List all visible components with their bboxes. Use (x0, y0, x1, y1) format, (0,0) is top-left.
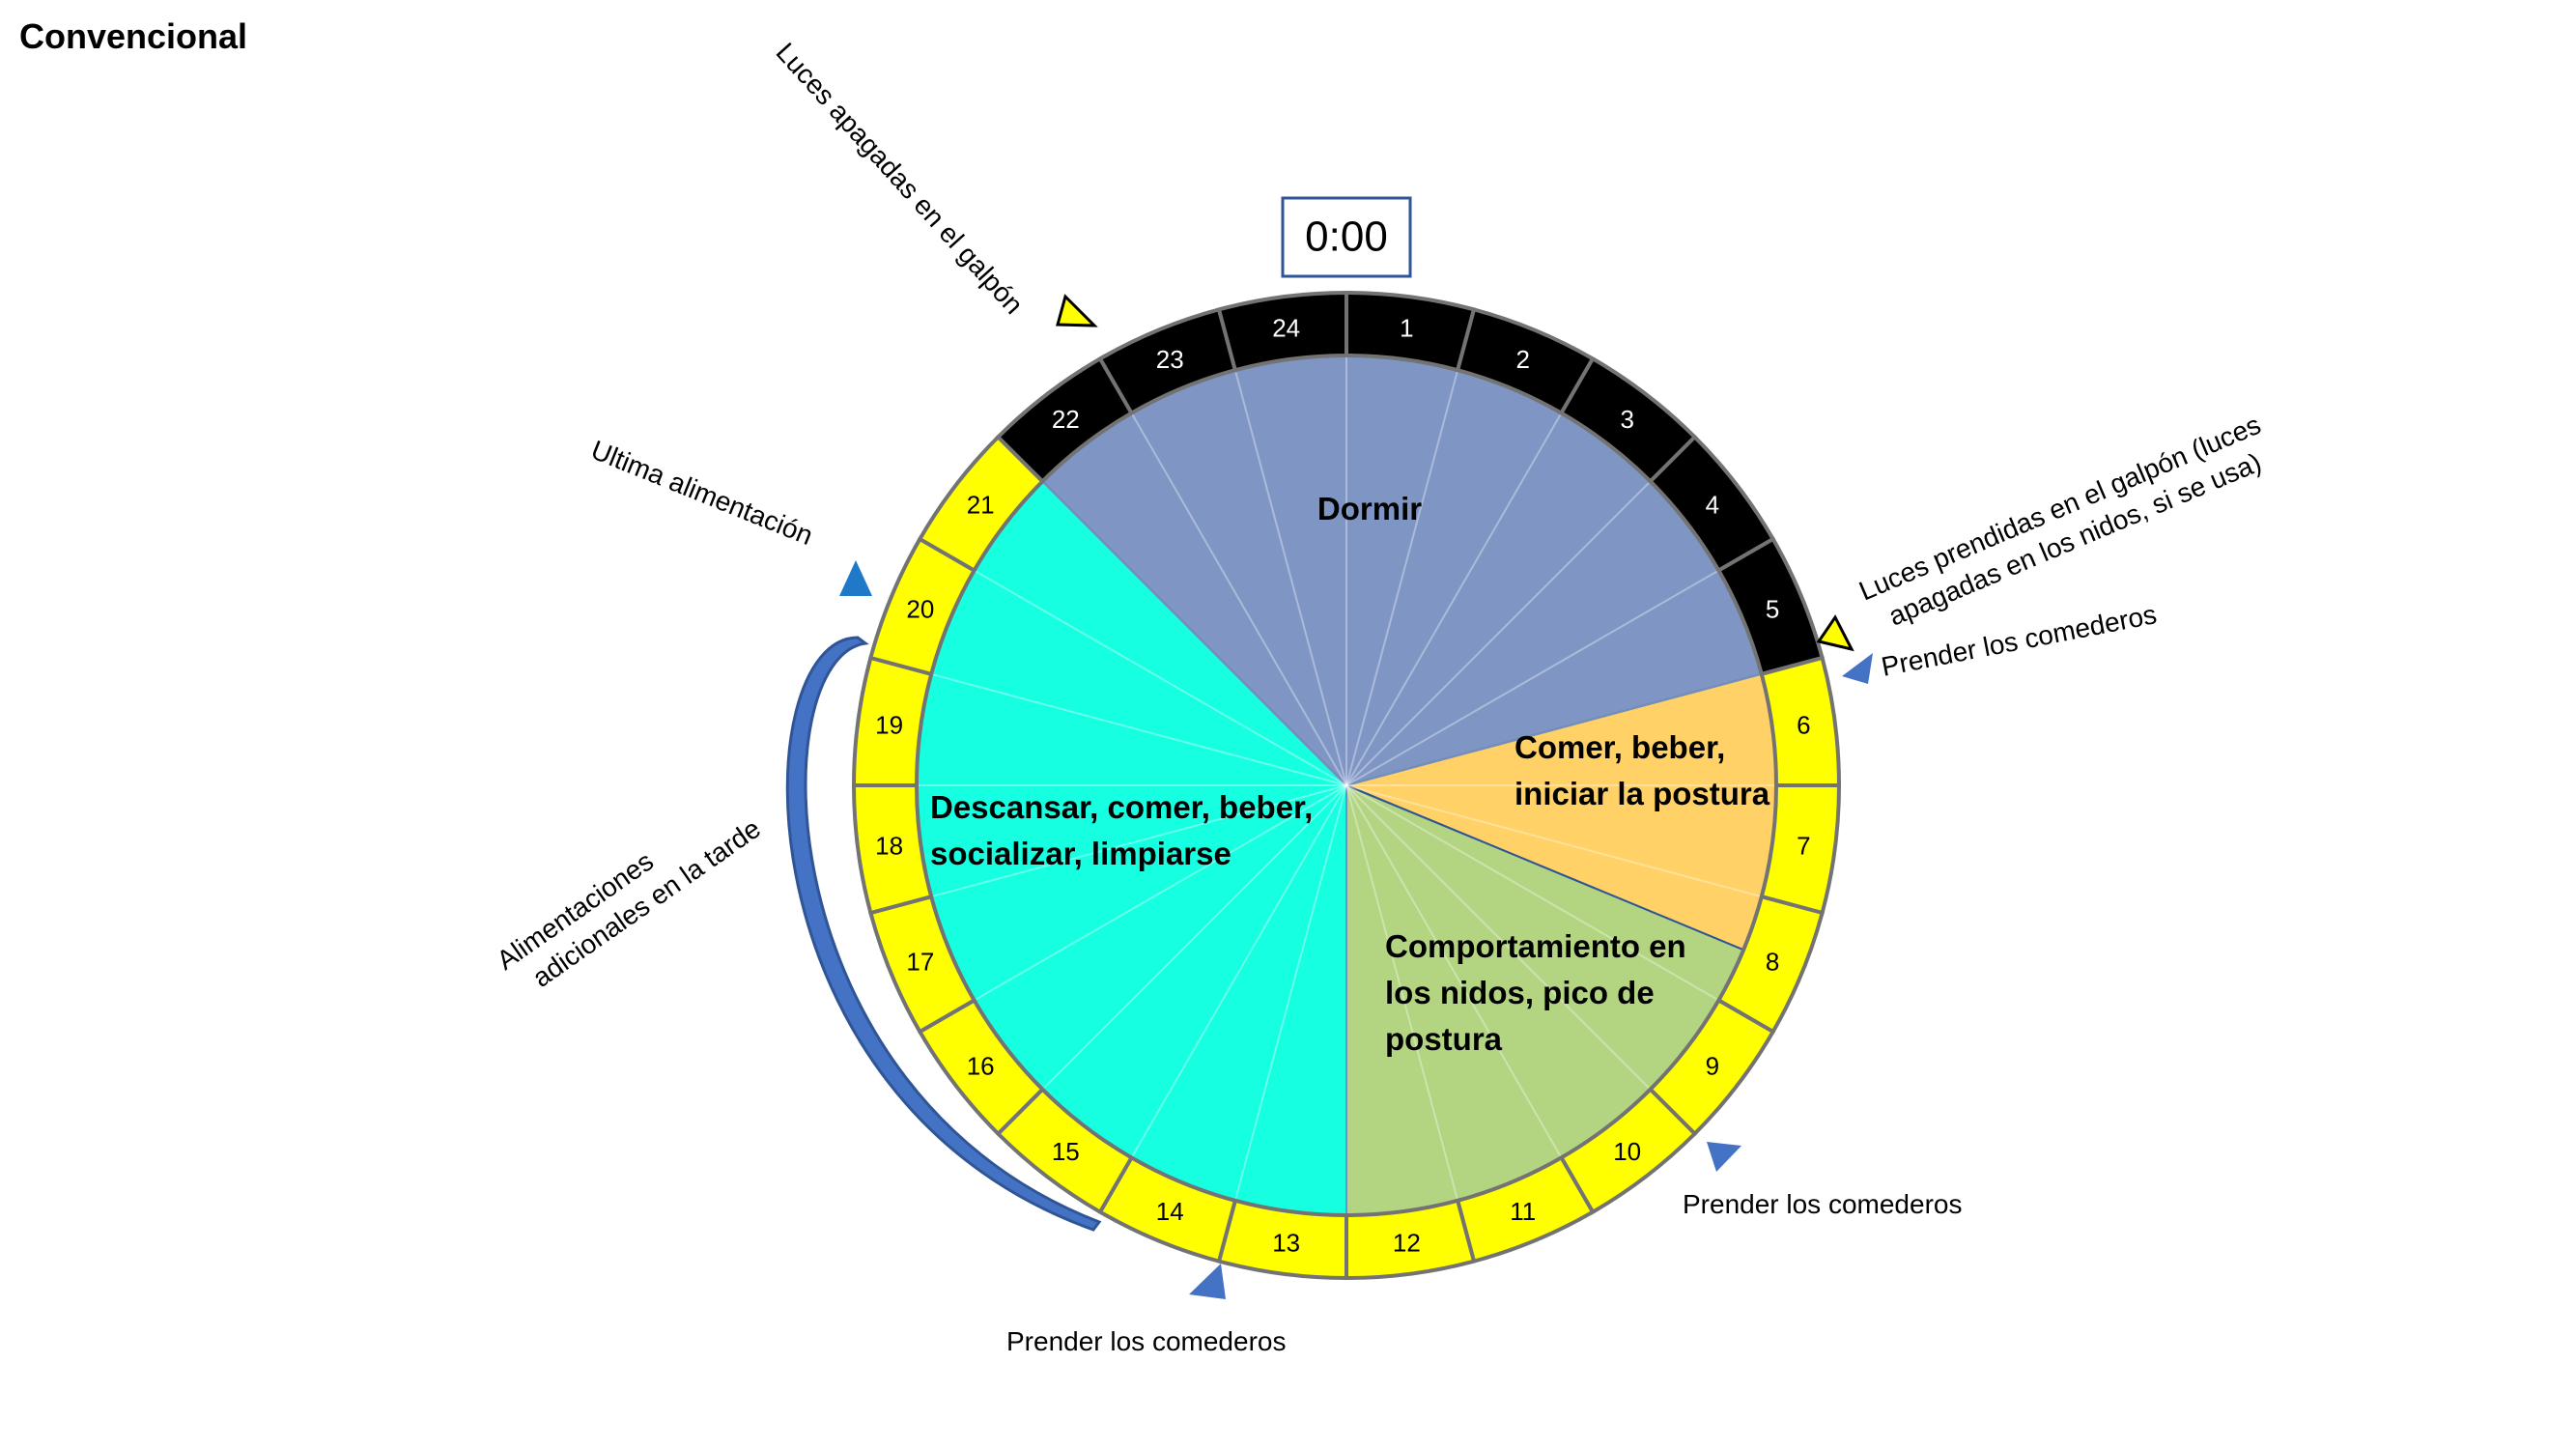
hour-number: 5 (1766, 594, 1779, 623)
extra-feedings-annotation: Alimentaciones adicionales en la tarde (492, 784, 766, 1004)
blue-triangle-icon (1189, 1264, 1226, 1299)
hour-number: 21 (967, 490, 995, 519)
hour-number: 8 (1766, 948, 1779, 977)
hour-spoke (1041, 480, 1347, 786)
hour-number: 3 (1620, 405, 1633, 434)
hour-number: 24 (1272, 314, 1300, 343)
blue-triangle-icon (839, 560, 872, 596)
activity-wedges (916, 355, 1777, 1217)
warning-triangle-icon (1056, 294, 1098, 327)
hour-number: 10 (1613, 1137, 1641, 1166)
feeders-on-afternoon-annotation: Prender los comederos (1006, 1326, 1286, 1356)
hour-spoke (1345, 569, 1719, 786)
hour-spoke (1130, 412, 1347, 786)
hour-spoke (1345, 480, 1652, 786)
clock-label-box (1281, 196, 1412, 278)
eat-lay-label-line: iniciar la postura (1514, 776, 1770, 811)
sleep-label: Dormir (1317, 491, 1422, 526)
hour-number: 22 (1052, 405, 1080, 434)
hour-number: 16 (967, 1052, 995, 1081)
hour-spoke (930, 784, 1347, 898)
lights-on-annotation-line: apagadas en los nidos, si se usa) (1884, 447, 2266, 632)
hour-number: 4 (1706, 490, 1719, 519)
clock-label: 0:00 (1305, 213, 1388, 261)
hour-spoke (1130, 784, 1347, 1158)
hour-number: 14 (1156, 1197, 1184, 1226)
hour-spoke (974, 569, 1347, 786)
afternoon-feedings-bracket (785, 636, 1102, 1232)
hour-spoke (974, 784, 1347, 1002)
hour-number: 6 (1797, 711, 1810, 740)
hour-number: 18 (875, 831, 903, 860)
rest-label-line: socializar, limpiarse (930, 836, 1231, 871)
hour-spoke (930, 672, 1347, 786)
hour-number: 19 (875, 711, 903, 740)
rest-label-line: Descansar, comer, beber, (930, 789, 1313, 825)
lights-on-annotation-line: Luces prendidas en el galpón (luces (1854, 410, 2265, 607)
hour-number: 9 (1706, 1052, 1719, 1081)
hour-number: 20 (906, 594, 934, 623)
hour-segment (1216, 290, 1348, 373)
hour-spoke (1345, 672, 1763, 786)
nest-label-line: Comportamiento en (1385, 928, 1686, 964)
feeders-on-mid-annotation: Prender los comederos (1683, 1189, 1962, 1219)
hour-number: 11 (1510, 1197, 1536, 1226)
hour-spoke (1345, 784, 1652, 1091)
hour-number: 15 (1052, 1137, 1080, 1166)
hour-spoke (1345, 412, 1563, 786)
hour-spoke (1233, 784, 1347, 1202)
lights-off-annotation: Luces apagadas en el galpón (771, 37, 1030, 320)
hour-spoke (1233, 369, 1347, 786)
hour-spokes (917, 355, 1776, 1215)
nest-label: Comportamiento en los nidos, pico de pos… (1385, 928, 1695, 1057)
hour-number: 23 (1156, 345, 1184, 374)
hour-number: 1 (1400, 314, 1413, 343)
blue-triangle-icon (1842, 653, 1873, 684)
hour-spoke (1345, 369, 1459, 786)
hour-number: 7 (1797, 831, 1810, 860)
hour-number: 12 (1393, 1228, 1421, 1257)
nest-label-line: postura (1385, 1021, 1503, 1057)
hour-spoke (1041, 784, 1347, 1091)
hour-number: 13 (1272, 1228, 1300, 1257)
last-feeding-annotation: Ultima alimentación (587, 435, 817, 551)
rest-label: Descansar, comer, beber, socializar, lim… (930, 789, 1321, 871)
eat-lay-label-line: Comer, beber, (1514, 729, 1725, 765)
warning-triangle-icon (1816, 614, 1854, 652)
eat-lay-label: Comer, beber, iniciar la postura (1514, 729, 1770, 811)
hour-spoke (1345, 784, 1719, 1002)
lights-on-annotation: Luces prendidas en el galpón (luces apag… (1854, 407, 2285, 639)
page-title: Convencional (19, 16, 247, 56)
hour-spoke (1345, 784, 1459, 1202)
nest-label-line: los nidos, pico de (1385, 975, 1655, 1010)
hour-spoke (1345, 784, 1563, 1158)
hour-number: 17 (906, 948, 934, 977)
hour-number: 2 (1515, 345, 1529, 374)
blue-triangle-icon (1707, 1142, 1741, 1172)
hour-spoke (1345, 784, 1763, 898)
